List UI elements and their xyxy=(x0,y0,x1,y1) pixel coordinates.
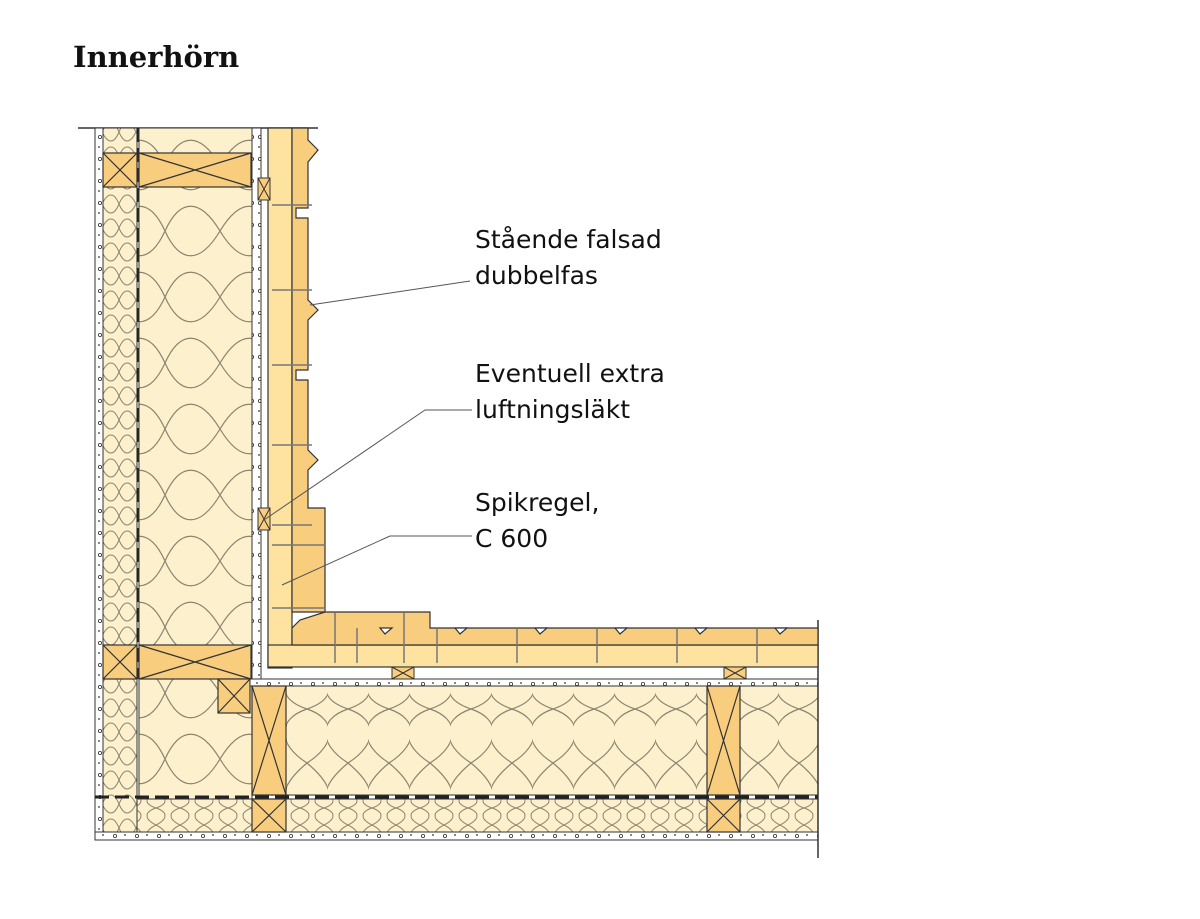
label-spikregel: Spikregel, C 600 xyxy=(475,485,599,557)
horizontal-cladding xyxy=(267,611,819,668)
main-insulation xyxy=(138,127,253,680)
label-line: Eventuell extra xyxy=(475,359,665,388)
vertical-cladding xyxy=(267,127,326,669)
label-line: luftningsläkt xyxy=(475,395,631,424)
left-wall xyxy=(78,127,318,841)
studs xyxy=(251,685,741,833)
page-title: Innerhörn xyxy=(73,40,240,74)
label-line: C 600 xyxy=(475,524,549,553)
bottom-wall xyxy=(94,620,819,858)
label-line: Spikregel, xyxy=(475,488,600,517)
ventilation-battens xyxy=(257,177,747,680)
label-cladding: Stående falsad dubbelfas xyxy=(475,222,662,294)
leader-line-spikregel xyxy=(281,535,472,586)
timber-blocks xyxy=(102,152,252,714)
label-line: Stående falsad xyxy=(475,225,662,254)
label-batten: Eventuell extra luftningsläkt xyxy=(475,356,665,428)
leader-line-cladding xyxy=(309,280,471,306)
leader-line-batten xyxy=(263,409,472,521)
label-line: dubbelfas xyxy=(475,261,598,290)
outer-insulation xyxy=(102,127,138,841)
